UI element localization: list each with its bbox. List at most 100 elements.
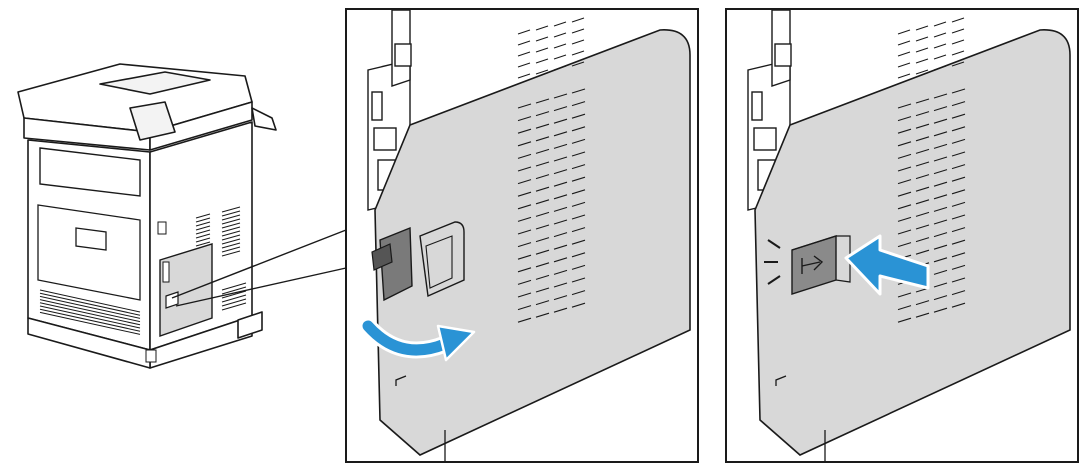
vent-slat bbox=[535, 58, 549, 64]
vent-slat bbox=[553, 43, 567, 49]
vent-slat bbox=[535, 274, 550, 280]
vent-slat bbox=[535, 312, 550, 318]
vent-slat bbox=[535, 36, 549, 42]
vent-slat bbox=[517, 216, 532, 222]
vent-slat bbox=[535, 300, 550, 306]
vent-slat bbox=[933, 232, 948, 238]
vent-slat bbox=[571, 239, 586, 245]
vent-slat bbox=[933, 32, 947, 38]
vent-slat bbox=[897, 179, 912, 185]
vent-slat bbox=[553, 54, 567, 60]
vent-slat bbox=[553, 232, 568, 238]
vent-slat bbox=[553, 269, 568, 275]
vent-slat bbox=[195, 225, 211, 231]
vent-slat bbox=[571, 302, 586, 308]
step-1-panel bbox=[345, 8, 699, 463]
vent-slat bbox=[535, 174, 550, 180]
vent-slat bbox=[553, 32, 567, 38]
vent-slat bbox=[517, 305, 532, 311]
vent-slat bbox=[897, 116, 912, 122]
vent-slat bbox=[221, 214, 241, 221]
vent-slat bbox=[897, 317, 912, 323]
vent-slat bbox=[951, 101, 966, 107]
vent-slat bbox=[39, 295, 141, 319]
vent-slat bbox=[915, 47, 929, 53]
vent-slat bbox=[933, 118, 948, 124]
vent-slat bbox=[221, 246, 241, 253]
vent-slat bbox=[517, 166, 532, 172]
vent-slat bbox=[535, 224, 550, 230]
vent-slat bbox=[571, 252, 586, 258]
vent-slat bbox=[535, 111, 550, 117]
vent-slat bbox=[571, 17, 585, 23]
side-port bbox=[157, 221, 167, 235]
vent-slat bbox=[535, 136, 550, 142]
vent-slat bbox=[951, 126, 966, 132]
vent-slat bbox=[951, 239, 966, 245]
vent-slat bbox=[195, 221, 211, 227]
vent-slat bbox=[535, 287, 550, 293]
vent-slat bbox=[571, 61, 585, 67]
vent-slat bbox=[553, 206, 568, 212]
vent-slat bbox=[897, 166, 912, 172]
vent-slat bbox=[933, 43, 947, 49]
vent-slat bbox=[915, 237, 930, 243]
vent-slat bbox=[571, 214, 586, 220]
vent-slat bbox=[553, 194, 568, 200]
vent-slat bbox=[933, 65, 947, 71]
vent-slat bbox=[221, 210, 241, 217]
vent-slat bbox=[571, 201, 586, 207]
vent-slat bbox=[535, 69, 549, 75]
vent-slat bbox=[933, 244, 948, 250]
vent-slat bbox=[933, 282, 948, 288]
vent-slat bbox=[933, 257, 948, 263]
vent-slat bbox=[897, 216, 912, 222]
callout-line-bottom bbox=[175, 267, 347, 307]
vent-slat bbox=[897, 29, 911, 35]
vent-slat bbox=[933, 21, 947, 27]
step-2-panel bbox=[725, 8, 1079, 463]
vent-slat bbox=[933, 106, 948, 112]
printer-connector-cover bbox=[159, 243, 213, 337]
vent-slat bbox=[951, 39, 965, 45]
small-port bbox=[162, 261, 170, 283]
vent-slat bbox=[571, 50, 585, 56]
vent-slat bbox=[535, 249, 550, 255]
vent-slat bbox=[915, 199, 930, 205]
vent-slat bbox=[897, 242, 912, 248]
vent-slat bbox=[897, 229, 912, 235]
vent-slat bbox=[915, 186, 930, 192]
vent-slat bbox=[915, 148, 930, 154]
vent-slat bbox=[933, 219, 948, 225]
vent-slat bbox=[195, 237, 211, 243]
vent-slat bbox=[221, 238, 241, 245]
push-arrow-icon bbox=[844, 234, 930, 296]
vent-slat bbox=[915, 69, 929, 75]
vent-slat bbox=[221, 234, 241, 241]
vent-slat bbox=[39, 305, 141, 329]
vent-slat bbox=[517, 128, 532, 134]
vent-slat bbox=[517, 153, 532, 159]
vent-slat bbox=[571, 290, 586, 296]
vent-slat bbox=[951, 50, 965, 56]
vent-slat bbox=[221, 294, 247, 303]
vent-slat bbox=[517, 40, 531, 46]
vent-slat bbox=[951, 189, 966, 195]
vent-slat bbox=[517, 29, 531, 35]
vent-slat bbox=[951, 151, 966, 157]
vent-slat bbox=[571, 113, 586, 119]
vent-slat bbox=[517, 191, 532, 197]
vent-slat bbox=[915, 161, 930, 167]
vent-slat bbox=[517, 242, 532, 248]
vent-slat bbox=[195, 241, 211, 247]
vent-slat bbox=[571, 189, 586, 195]
vent-slat bbox=[517, 254, 532, 260]
vent-slat bbox=[951, 176, 966, 182]
vent-slat bbox=[897, 204, 912, 210]
vent-slat bbox=[571, 227, 586, 233]
vent-slat bbox=[933, 269, 948, 275]
vent-slat bbox=[933, 131, 948, 137]
vent-slat bbox=[39, 289, 141, 313]
vent-slat bbox=[553, 143, 568, 149]
